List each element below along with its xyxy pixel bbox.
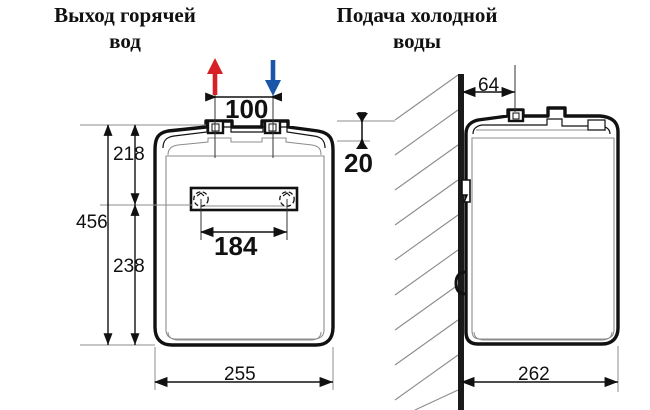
mounting-bracket xyxy=(189,186,299,212)
front-tank-lid-band xyxy=(162,126,326,149)
hot-water-outlet-label: Выход горячей вод xyxy=(0,2,250,54)
front-tank-lid-seam-1 xyxy=(167,137,322,156)
side-tank-panel xyxy=(471,137,615,340)
side-view xyxy=(394,74,620,410)
side-tank-lid-band xyxy=(472,118,611,135)
wall-hatching xyxy=(394,74,459,410)
cold-water-inlet-label: Подача холодной воды xyxy=(252,2,582,54)
cold-water-inlet-arrow xyxy=(265,60,281,96)
dim-label-456: 456 xyxy=(76,212,108,233)
dim-label-262: 262 xyxy=(518,364,550,385)
front-tank-bottom-seam xyxy=(167,331,322,341)
cold-water-inlet-label-line1: Подача холодной xyxy=(336,3,498,27)
lower-wall-hook xyxy=(454,270,467,296)
dim-label-184: 184 xyxy=(214,231,258,261)
upper-wall-bracket xyxy=(461,179,471,203)
hot-water-outlet-label-line1: Выход горячей xyxy=(54,3,196,27)
side-view-dimensions xyxy=(461,65,619,392)
cold-water-inlet-label-line2: воды xyxy=(392,29,442,53)
hot-water-outlet-label-line2: вод xyxy=(109,29,141,53)
dim-label-255: 255 xyxy=(224,364,256,385)
side-top-right-detail xyxy=(587,119,606,131)
dim-label-218: 218 xyxy=(113,144,145,165)
hot-water-outlet-arrow xyxy=(207,58,223,95)
dim-label-20: 20 xyxy=(344,148,373,178)
dim-label-238: 238 xyxy=(113,256,145,277)
dim-label-100: 100 xyxy=(225,94,269,124)
side-tank-bottom-seam xyxy=(473,331,613,341)
front-view-dimensions xyxy=(80,58,395,390)
side-port-inner xyxy=(512,112,520,120)
dim-label-64: 64 xyxy=(478,75,500,96)
